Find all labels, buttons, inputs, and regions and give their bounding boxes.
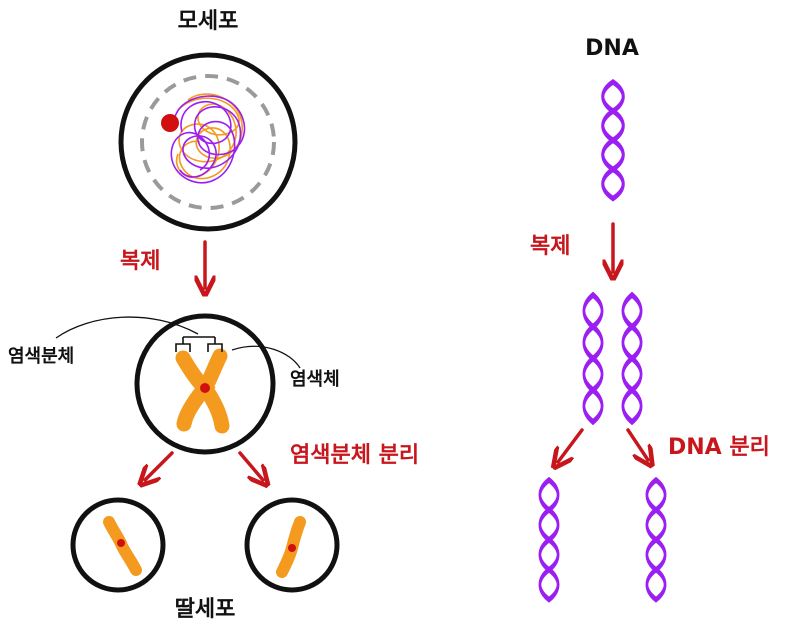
dna-title: DNA bbox=[585, 36, 639, 61]
mother-cell bbox=[118, 52, 298, 232]
daughter-cells-label: 딸세포 bbox=[175, 597, 236, 622]
dna-strand-copy-right bbox=[623, 295, 641, 422]
chromosome-cell bbox=[134, 313, 276, 455]
replication-label-left: 복제 bbox=[120, 249, 160, 274]
daughter-cell-left bbox=[70, 497, 166, 593]
separation-arrow-right bbox=[238, 451, 263, 480]
centromere bbox=[200, 383, 210, 393]
dna-strand-copy-left bbox=[584, 295, 602, 422]
dna-separation-arrow-right bbox=[626, 428, 648, 460]
dna-strand-separated-left bbox=[540, 480, 558, 600]
dna-strand-separated-right bbox=[647, 480, 665, 600]
dna-separation-arrow-left bbox=[558, 428, 584, 462]
chromosome bbox=[175, 348, 230, 434]
chromatid-brackets bbox=[175, 336, 223, 352]
chromatid-separation-label: 염색분체 분리 bbox=[290, 443, 419, 468]
separation-arrow-left bbox=[145, 451, 174, 480]
dna-separation-label: DNA 분리 bbox=[668, 435, 770, 460]
dna-strand-original bbox=[603, 82, 623, 198]
chromosome-pointer-line bbox=[231, 345, 301, 369]
nucleolus bbox=[161, 114, 179, 132]
mother-cell-label: 모세포 bbox=[178, 9, 239, 34]
replication-label-right: 복제 bbox=[530, 234, 570, 259]
chromatin-tangle bbox=[170, 93, 246, 184]
daughter-cell-right bbox=[244, 497, 340, 593]
chromatid-label: 염색분체 bbox=[8, 346, 74, 367]
chromosome-label: 염색체 bbox=[290, 369, 340, 390]
chromatid-pointer-line bbox=[55, 316, 199, 339]
nucleus-membrane bbox=[140, 74, 276, 210]
